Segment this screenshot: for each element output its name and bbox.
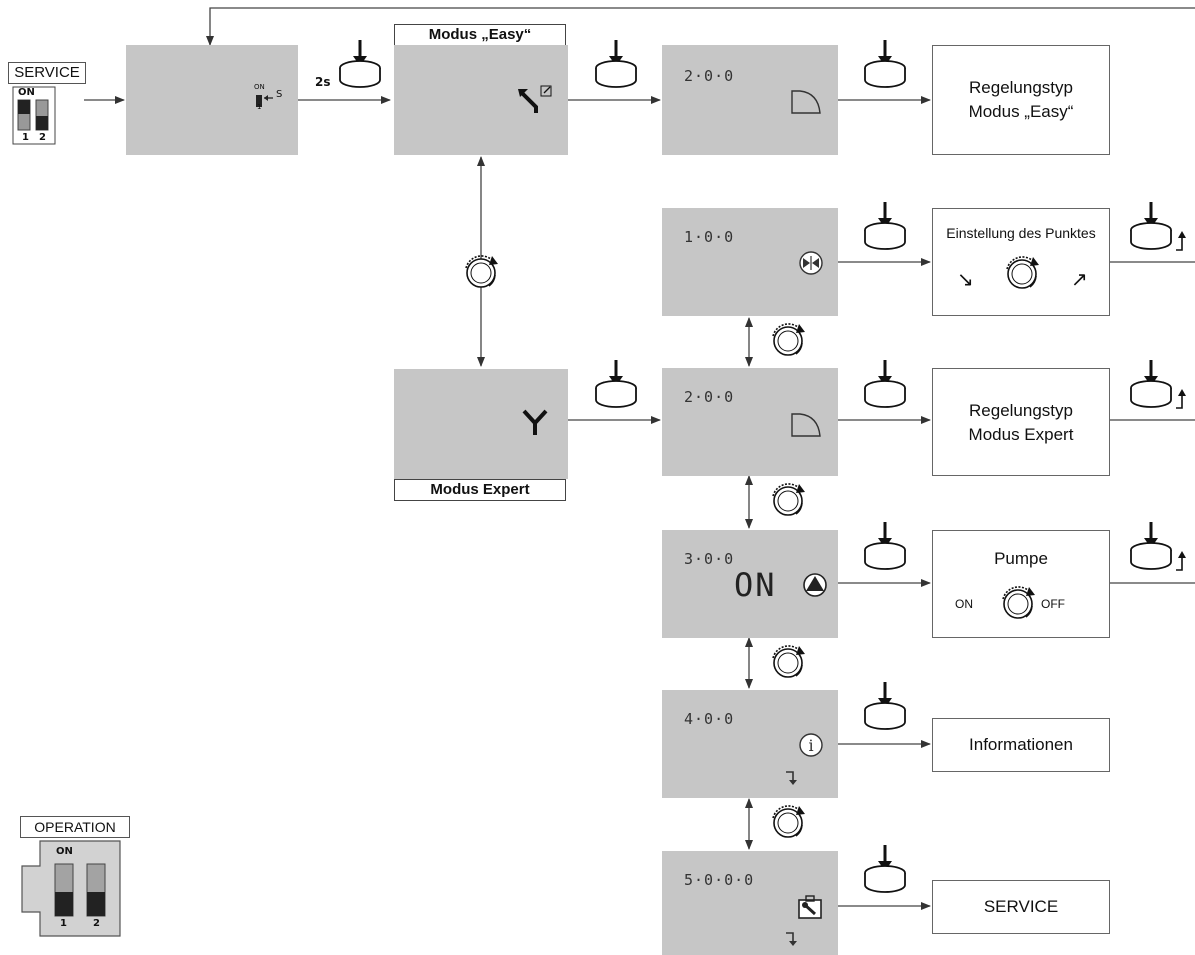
operation-sw2-label: 2	[93, 918, 100, 929]
service-sw2-label: 2	[39, 132, 46, 143]
menu-panel-easy-200[interactable]: 2·0·0	[662, 45, 838, 155]
svg-text:i: i	[808, 736, 813, 755]
pump-on-label: ON	[955, 597, 973, 611]
menu-code: 1·0·0	[684, 228, 735, 246]
dip-switch-icon	[12, 86, 56, 145]
menu-code: 5·0·0·0	[684, 871, 755, 889]
box-line-1: Regelungstyp	[969, 78, 1073, 97]
rotate-knob-icon[interactable]	[765, 800, 811, 846]
mode-expert-icon	[522, 409, 548, 435]
hold-2s-label: 2s	[315, 75, 331, 89]
increase-arrow-icon: ↗	[1071, 269, 1088, 291]
service-switch[interactable]: SERVICE ON 1 2	[8, 62, 86, 146]
press-button-icon[interactable]	[862, 680, 908, 732]
box-line-2: Modus Expert	[968, 425, 1074, 444]
menu-code: 3·0·0	[684, 550, 735, 568]
operation-switch[interactable]: OPERATION ON 1 2	[20, 816, 132, 938]
press-button-icon[interactable]	[862, 843, 908, 895]
mini-on-label: ON	[254, 83, 265, 91]
press-button-back-icon[interactable]	[1128, 200, 1190, 252]
menu-panel-200[interactable]: 2·0·0	[662, 368, 838, 476]
pump-off-label: OFF	[1041, 597, 1065, 611]
result-pumpe: Pumpe ON OFF	[932, 530, 1110, 638]
press-button-back-icon[interactable]	[1128, 358, 1190, 410]
menu-panel-100[interactable]: 1·0·0	[662, 208, 838, 316]
result-regelungstyp-expert: Regelungstyp Modus Expert	[932, 368, 1110, 476]
press-button-icon[interactable]	[337, 38, 383, 90]
mode-easy-icon	[518, 85, 552, 113]
press-button-icon[interactable]	[593, 358, 639, 410]
rotate-knob-icon[interactable]	[765, 318, 811, 364]
menu-code: 4·0·0	[684, 710, 735, 728]
rotate-knob-icon[interactable]	[765, 640, 811, 686]
press-button-icon[interactable]	[862, 358, 908, 410]
box-line-2: Modus „Easy“	[968, 102, 1074, 121]
box-line-1: Informationen	[969, 735, 1073, 754]
rotate-knob-icon[interactable]	[995, 581, 1041, 627]
press-button-icon[interactable]	[862, 200, 908, 252]
down-arrow-icon	[786, 932, 797, 946]
down-arrow-icon	[786, 771, 797, 785]
box-line-1: Pumpe	[994, 549, 1048, 568]
decrease-arrow-icon: ↘	[957, 269, 974, 291]
info-icon: i	[799, 733, 823, 757]
result-regelungstyp-easy: Regelungstyp Modus „Easy“	[932, 45, 1110, 155]
menu-panel-400[interactable]: 4·0·0 i	[662, 690, 838, 798]
operation-sw1-label: 1	[60, 918, 67, 929]
press-button-icon[interactable]	[862, 520, 908, 572]
operation-on-label: ON	[56, 846, 73, 857]
modus-expert-title: Modus Expert	[394, 479, 566, 501]
service-sw1-label: 1	[22, 132, 29, 143]
result-einstellung-punkt: Einstellung des Punktes ↘ ↗	[932, 208, 1110, 316]
menu-panel-300[interactable]: 3·0·0 ON	[662, 530, 838, 638]
box-line-1: Regelungstyp	[969, 401, 1073, 420]
service-wrench-icon	[798, 895, 822, 919]
press-button-icon[interactable]	[593, 38, 639, 90]
pump-state-display: ON	[734, 566, 777, 604]
service-switch-label: SERVICE	[8, 62, 86, 84]
dip-switch-icon	[21, 840, 121, 937]
start-panel: ON S 1	[126, 45, 298, 155]
control-curve-icon	[791, 90, 821, 114]
menu-panel-500[interactable]: 5·0·0·0	[662, 851, 838, 955]
press-button-back-icon[interactable]	[1128, 520, 1190, 572]
rotate-knob-icon[interactable]	[458, 250, 504, 296]
modus-easy-title: Modus „Easy“	[394, 24, 566, 46]
modus-expert-panel[interactable]	[394, 369, 568, 479]
modus-easy-panel[interactable]	[394, 45, 568, 155]
result-service: SERVICE	[932, 880, 1110, 934]
mini-1-label: 1	[257, 103, 262, 111]
box-line-1: Einstellung des Punktes	[946, 225, 1096, 241]
control-curve-icon	[791, 413, 821, 437]
rotate-knob-icon[interactable]	[999, 251, 1045, 297]
rotate-knob-icon[interactable]	[765, 478, 811, 524]
pump-icon	[803, 573, 827, 597]
result-informationen: Informationen	[932, 718, 1110, 772]
mini-s-label: S	[276, 89, 283, 100]
press-button-icon[interactable]	[862, 38, 908, 90]
service-on-label: ON	[18, 87, 35, 98]
setpoint-icon	[799, 251, 823, 275]
service-switch-mini-icon	[256, 95, 273, 107]
operation-switch-label: OPERATION	[20, 816, 130, 838]
box-line-1: SERVICE	[983, 897, 1059, 916]
menu-code: 2·0·0	[684, 67, 735, 85]
menu-code: 2·0·0	[684, 388, 735, 406]
